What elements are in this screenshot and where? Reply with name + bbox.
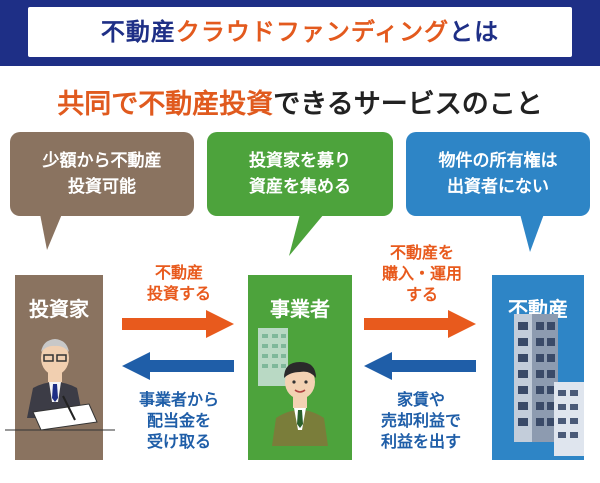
bubble-line: 少額から不動産 <box>42 151 162 171</box>
subtitle: 共同で不動産投資できるサービスのこと <box>0 82 600 121</box>
bubble-no-ownership: 物件の所有権は 出資者にない <box>406 132 590 216</box>
subtitle-rest: できるサービスのこと <box>273 89 543 120</box>
label-operator-to-property: 不動産を 購入・運用 する <box>360 242 484 305</box>
flow-line: 投資する <box>146 284 211 303</box>
flow-line: 利益を出す <box>380 432 461 451</box>
flow-line: 事業者から <box>138 390 219 409</box>
bubble-tail-right <box>520 214 544 252</box>
investor-illustration <box>5 339 115 431</box>
arrow-right-investor-to-operator <box>122 310 234 338</box>
page-title: 不動産クラウドファンディングとは <box>28 7 572 57</box>
title-part-suffix: とは <box>449 18 500 46</box>
subtitle-accent: 共同で不動産投資 <box>57 89 274 120</box>
title-part-main: 不動産 <box>100 18 176 46</box>
flow-line: 配当金を <box>146 411 211 430</box>
flow-line: 購入・運用 <box>381 264 462 283</box>
arrow-right-operator-to-property <box>364 310 476 338</box>
operator-illustration <box>258 328 328 446</box>
bubble-small-investment: 少額から不動産 投資可能 <box>10 132 194 216</box>
panel-operator-label: 事業者 <box>270 297 330 321</box>
bubble-line: 資産を集める <box>249 177 351 197</box>
flow-line: 売却利益で <box>380 411 461 430</box>
flow-line: 不動産 <box>154 263 203 282</box>
label-investor-to-operator: 不動産 投資する <box>120 262 238 304</box>
title-part-katakana: クラウドファンディング <box>175 18 450 46</box>
building-illustration <box>514 314 584 456</box>
bubble-tail-middle <box>289 214 324 256</box>
label-operator-to-investor: 事業者から 配当金を 受け取る <box>112 389 246 452</box>
panel-investor-label: 投資家 <box>29 297 89 321</box>
flow-line: 不動産を <box>389 243 454 262</box>
flow-line: 受け取る <box>146 432 211 451</box>
flow-line: する <box>405 285 438 304</box>
bubble-line: 出資者にない <box>447 177 549 197</box>
bubble-line: 投資家を募り <box>249 151 351 171</box>
arrow-left-operator-to-investor <box>122 352 234 380</box>
bubble-line: 投資可能 <box>68 177 136 197</box>
bubble-tail-left <box>40 214 62 250</box>
bubble-raise-funds: 投資家を募り 資産を集める <box>207 132 393 216</box>
label-property-to-operator: 家賃や 売却利益で 利益を出す <box>354 389 488 452</box>
flow-line: 家賃や <box>396 390 445 409</box>
bubble-line: 物件の所有権は <box>438 151 558 171</box>
arrow-left-property-to-operator <box>364 352 476 380</box>
